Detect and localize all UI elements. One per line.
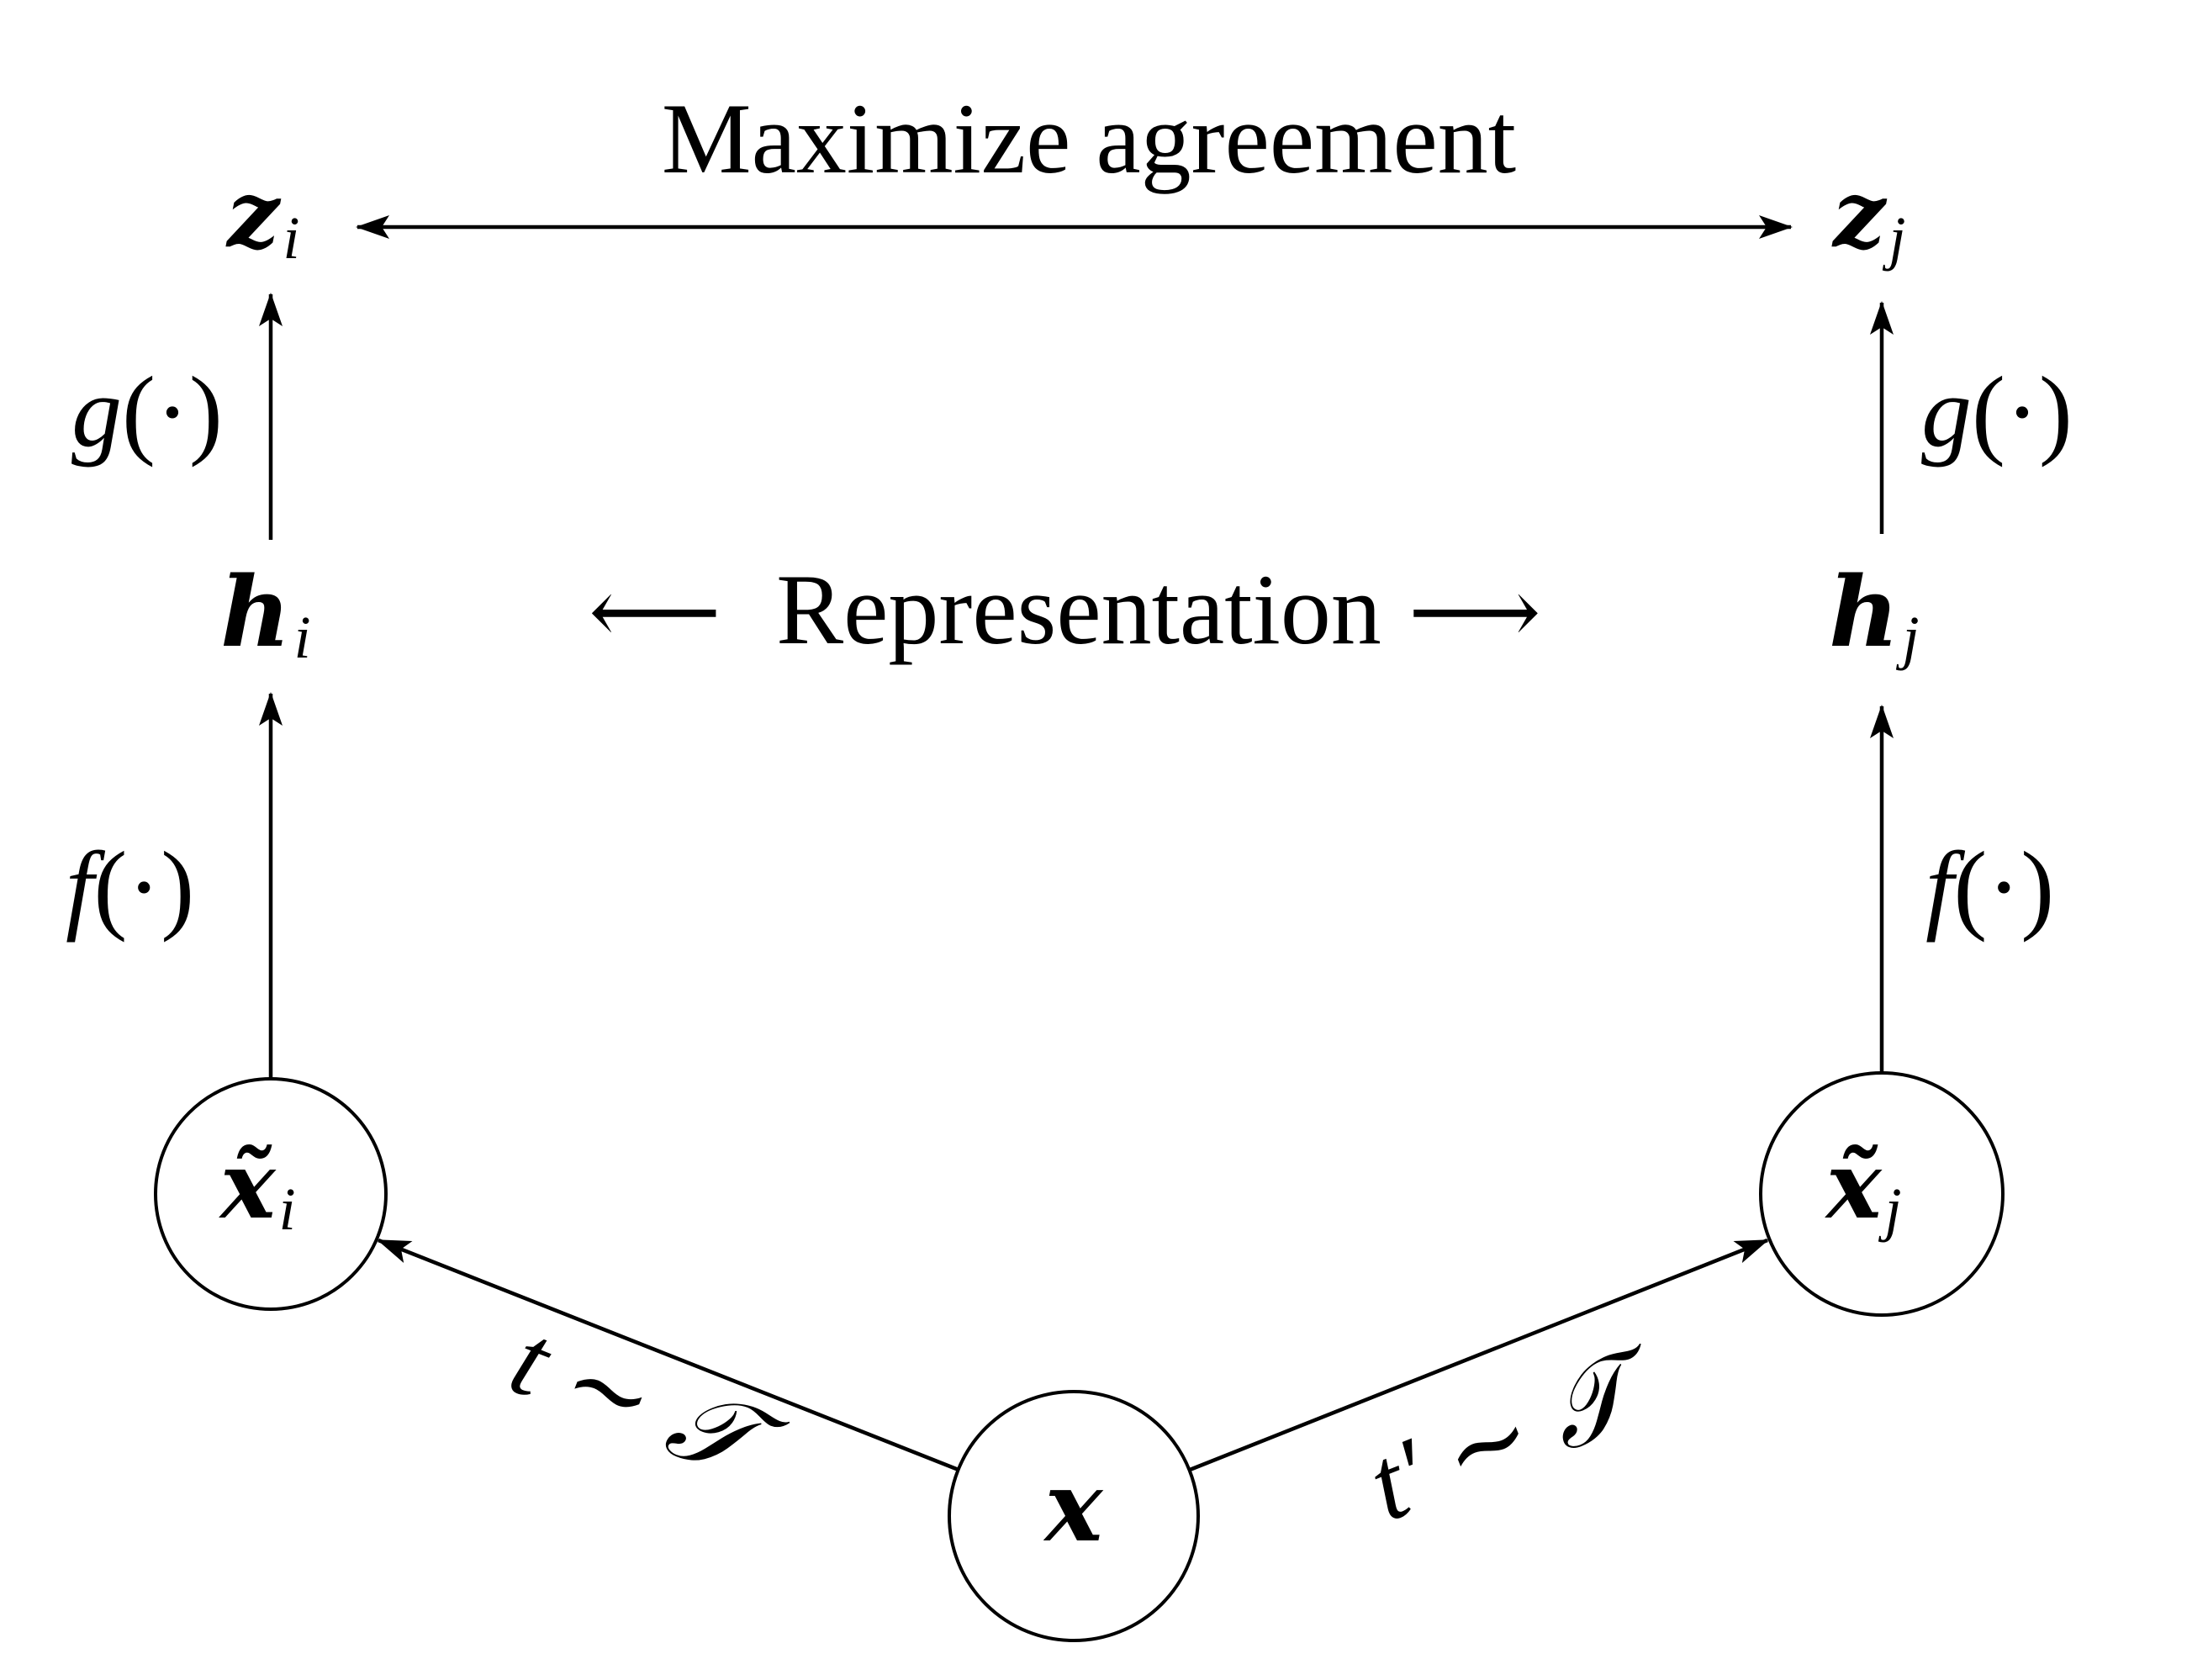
x-node: x bbox=[1043, 1450, 1104, 1564]
g-left-label: g(·) bbox=[71, 356, 223, 468]
representation-left-arrow: ⟵ bbox=[589, 561, 721, 663]
representation-label: Representation bbox=[776, 553, 1381, 665]
h-j-node: hj bbox=[1829, 556, 1920, 671]
x-circle bbox=[948, 1390, 1200, 1642]
augment-left-arrow bbox=[377, 1238, 959, 1472]
x-tilde-i-circle bbox=[154, 1077, 388, 1311]
transform-left-label: t∼𝒯 bbox=[496, 1302, 798, 1512]
x-tilde-j-node: x̃j bbox=[1825, 1131, 1902, 1243]
h-i-node: hi bbox=[220, 556, 311, 671]
f-left-label: f(·) bbox=[66, 831, 194, 943]
transform-right-label: t′∼𝒯 bbox=[1354, 1325, 1677, 1544]
z-j-node: zj bbox=[1831, 160, 1905, 272]
augment-right-arrow bbox=[1189, 1238, 1769, 1472]
x-tilde-j-circle bbox=[1759, 1071, 2005, 1317]
f-right-label: f(·) bbox=[1925, 831, 2054, 943]
z-i-node: zi bbox=[225, 160, 299, 272]
g-right-label: g(·) bbox=[1921, 356, 2073, 468]
x-tilde-i-node: x̃i bbox=[219, 1131, 296, 1243]
maximize-agreement-label: Maximize agreement bbox=[662, 82, 1516, 194]
representation-right-arrow: ⟶ bbox=[1408, 561, 1541, 663]
